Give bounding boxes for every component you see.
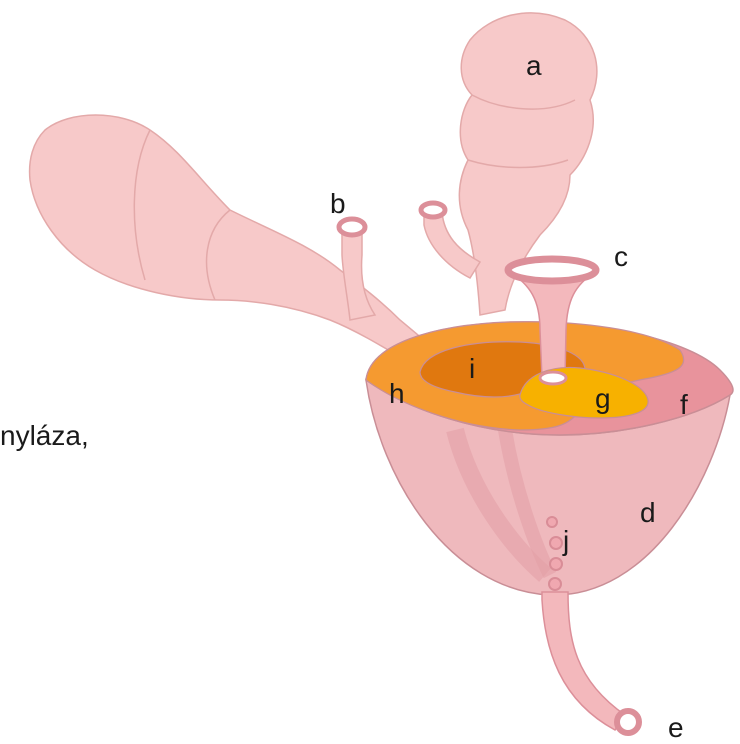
label-e: e — [668, 712, 684, 743]
label-c: c — [614, 241, 628, 272]
label-b: b — [330, 188, 346, 219]
label-f: f — [680, 389, 688, 420]
urethra-opening — [508, 259, 596, 281]
label-a: a — [526, 50, 542, 81]
label-h: h — [389, 378, 405, 409]
vas-deferens-left-opening — [339, 219, 365, 235]
label-g: g — [595, 383, 611, 414]
label-i: i — [469, 353, 475, 384]
vas-deferens-right-opening — [421, 203, 445, 217]
label-j: j — [562, 525, 569, 556]
urethra-outlet — [617, 711, 639, 733]
label-d: d — [640, 497, 656, 528]
urethra-tube — [542, 592, 625, 730]
seminal-vesicle-left — [30, 115, 430, 360]
